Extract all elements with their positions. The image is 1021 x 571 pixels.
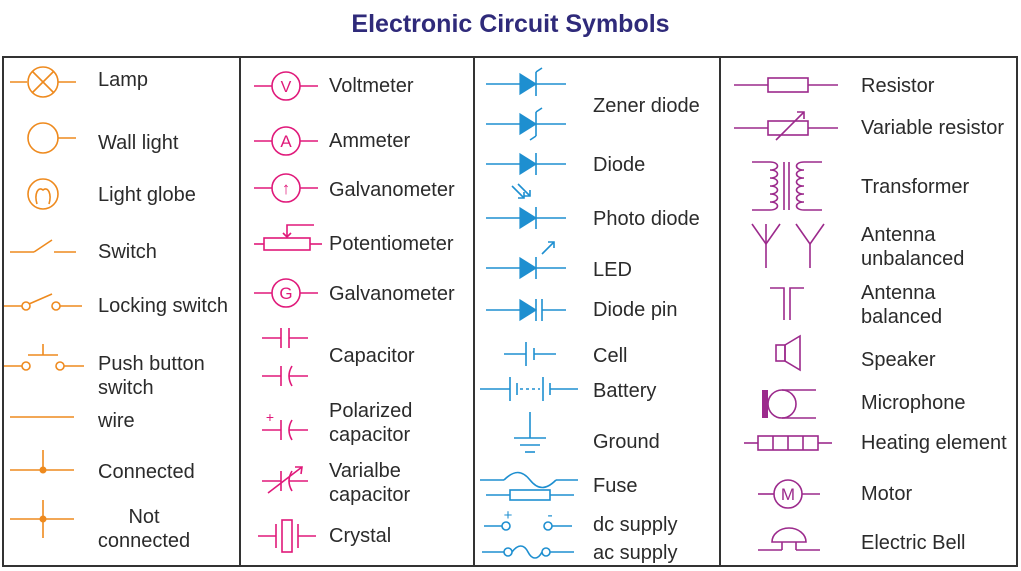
- photo-diode-label: Photo diode: [593, 208, 700, 230]
- crystal-symbol: [258, 519, 316, 553]
- polarized-capacitor-symbol: +: [262, 409, 308, 441]
- galvanometer-g-glyph: G: [279, 284, 292, 303]
- not-connected-label: Not connected: [97, 506, 191, 552]
- fuse-symbol: [480, 471, 578, 501]
- ammeter-symbol: A: [254, 126, 318, 156]
- photo-diode-symbol: [486, 183, 566, 230]
- plus-glyph: +: [504, 507, 513, 524]
- voltmeter-glyph: V: [281, 79, 292, 96]
- transformer-symbol: [752, 161, 822, 211]
- diode-pin-label: Diode pin: [593, 299, 678, 321]
- resistor-label: Resistor: [861, 75, 935, 97]
- battery-label: Battery: [593, 380, 657, 402]
- not-connected-symbol: [10, 500, 74, 538]
- wall-light-label: Wall light: [98, 132, 179, 154]
- electric-bell-label: Electric Bell: [861, 532, 966, 554]
- antenna-unbalanced-symbol: [751, 223, 825, 268]
- ac-supply-symbol: [482, 545, 574, 559]
- column-divider: [719, 56, 721, 567]
- galvanometer-g-symbol: G: [254, 278, 318, 308]
- heating-element-label: Heating element: [861, 432, 1007, 454]
- column-divider: [239, 56, 241, 567]
- diode-pin-symbol: [486, 298, 566, 322]
- diode-symbol: [486, 152, 566, 176]
- lamp-symbol: [10, 66, 76, 98]
- arrow-up-icon: ↑: [282, 179, 291, 198]
- electric-bell-symbol: [758, 527, 820, 551]
- zener-diode-symbol: [486, 67, 566, 141]
- motor-symbol: M: [758, 479, 820, 509]
- zener-diode-label: Zener diode: [593, 95, 700, 117]
- locking-switch-label: Locking switch: [98, 295, 229, 317]
- page-title: Electronic Circuit Symbols: [351, 10, 670, 38]
- plus-glyph: +: [266, 409, 274, 425]
- symbol-table: [2, 56, 1018, 567]
- ac-supply-label: ac supply: [593, 542, 678, 564]
- led-label: LED: [593, 259, 632, 281]
- battery-symbol: [480, 377, 578, 401]
- switch-label: Switch: [98, 241, 157, 263]
- speaker-label: Speaker: [861, 349, 936, 371]
- resistor-symbol: [734, 77, 838, 93]
- voltmeter-label: Voltmeter: [329, 75, 414, 97]
- potentiometer-label: Potentiometer: [329, 233, 454, 255]
- transformer-label: Transformer: [861, 176, 970, 198]
- galvanometer-arrow-symbol: ↑: [254, 173, 318, 203]
- motor-glyph: M: [781, 485, 795, 504]
- antenna-unbalanced-label: Antenna unbalanced: [861, 224, 965, 270]
- fuse-label: Fuse: [593, 475, 638, 497]
- variable-capacitor-label: Varialbe capacitor: [329, 460, 411, 506]
- wire-symbol: [10, 416, 74, 418]
- lamp-label: Lamp: [98, 69, 149, 91]
- switch-symbol: [10, 239, 76, 253]
- light-globe-symbol: [27, 178, 59, 210]
- led-symbol: [486, 241, 566, 280]
- ammeter-label: Ammeter: [329, 130, 411, 152]
- variable-resistor-symbol: [734, 111, 838, 141]
- galvanometer-arrow-label: Galvanometer: [329, 179, 455, 201]
- microphone-symbol: [762, 389, 816, 419]
- antenna-balanced-symbol: [770, 287, 804, 320]
- galvanometer-g-label: Galvanometer: [329, 283, 455, 305]
- dc-supply-label: dc supply: [593, 514, 678, 536]
- cell-symbol: [504, 342, 556, 366]
- heating-element-symbol: [744, 435, 832, 451]
- motor-label: Motor: [861, 483, 913, 505]
- polarized-capacitor-label: Polarized capacitor: [329, 400, 413, 446]
- crystal-label: Crystal: [329, 525, 392, 547]
- connected-symbol: [10, 450, 74, 474]
- speaker-symbol: [775, 334, 801, 372]
- ground-symbol: [514, 412, 546, 453]
- capacitor-label: Capacitor: [329, 345, 415, 367]
- antenna-balanced-label: Antenna balanced: [861, 282, 943, 328]
- minus-glyph: -: [547, 507, 552, 524]
- capacitor-symbol: [262, 328, 308, 387]
- variable-resistor-label: Variable resistor: [861, 117, 1005, 139]
- ground-label: Ground: [593, 431, 660, 453]
- ammeter-glyph: A: [280, 132, 292, 151]
- connected-label: Connected: [98, 461, 195, 483]
- push-button-switch-symbol: [4, 344, 84, 371]
- cell-label: Cell: [593, 345, 628, 367]
- light-globe-label: Light globe: [98, 184, 196, 206]
- variable-capacitor-symbol: [262, 466, 308, 494]
- wall-light-symbol: [27, 122, 76, 154]
- potentiometer-symbol: [254, 224, 322, 251]
- voltmeter-symbol: V: [254, 71, 318, 101]
- dc-supply-symbol: + -: [484, 507, 572, 531]
- push-button-switch-label: Push button switch: [98, 353, 205, 399]
- column-divider: [473, 56, 475, 567]
- wire-label: wire: [98, 410, 135, 432]
- locking-switch-symbol: [4, 293, 82, 311]
- microphone-label: Microphone: [861, 392, 966, 414]
- diode-label: Diode: [593, 154, 646, 176]
